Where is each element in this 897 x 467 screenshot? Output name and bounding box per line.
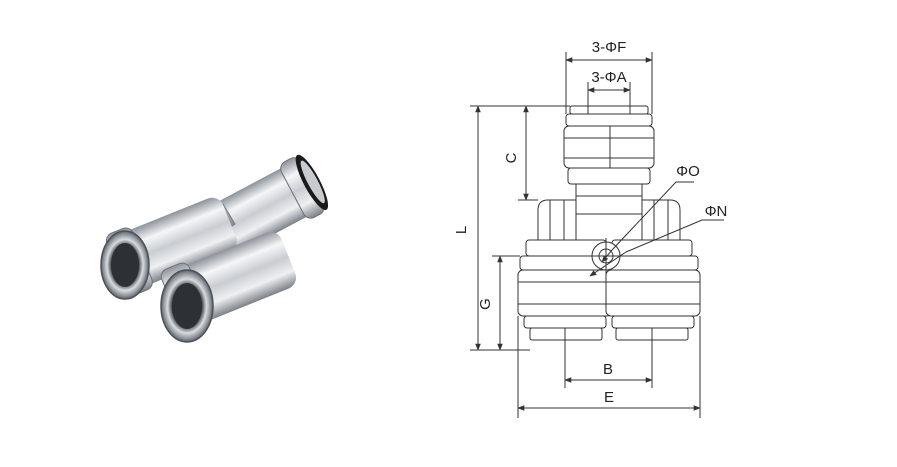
bottom-right-tube [605, 239, 701, 341]
rear-tube [212, 154, 329, 252]
label-o: ΦO [676, 163, 700, 180]
label-g: G [477, 298, 494, 310]
label-c: C [503, 152, 520, 163]
dimension-a [587, 82, 631, 114]
dimension-c [518, 105, 570, 201]
top-tube [563, 105, 655, 215]
dimension-drawing: 3-ΦF 3-ΦA C L ΦO ΦN G B E [453, 39, 728, 418]
port-ring-lower [160, 269, 214, 343]
label-a: 3-ΦA [591, 69, 626, 86]
right-elbow [641, 199, 681, 241]
technical-drawing: 3-ΦF 3-ΦA C L ΦO ΦN G B E [440, 30, 740, 430]
leader-o [601, 181, 694, 263]
dimension-e [517, 316, 701, 418]
port-ring-upper [100, 230, 150, 300]
y-fitting-image [100, 154, 329, 343]
label-l: L [453, 226, 470, 234]
label-f: 3-ΦF [592, 39, 626, 56]
product-photo [95, 150, 335, 350]
label-e: E [604, 389, 614, 406]
leader-n [589, 219, 724, 277]
left-elbow [537, 199, 577, 241]
label-b: B [603, 361, 613, 378]
dimension-g [492, 255, 530, 351]
dimension-b [564, 328, 653, 388]
label-n: ΦN [705, 203, 728, 220]
dimension-f [565, 52, 653, 114]
